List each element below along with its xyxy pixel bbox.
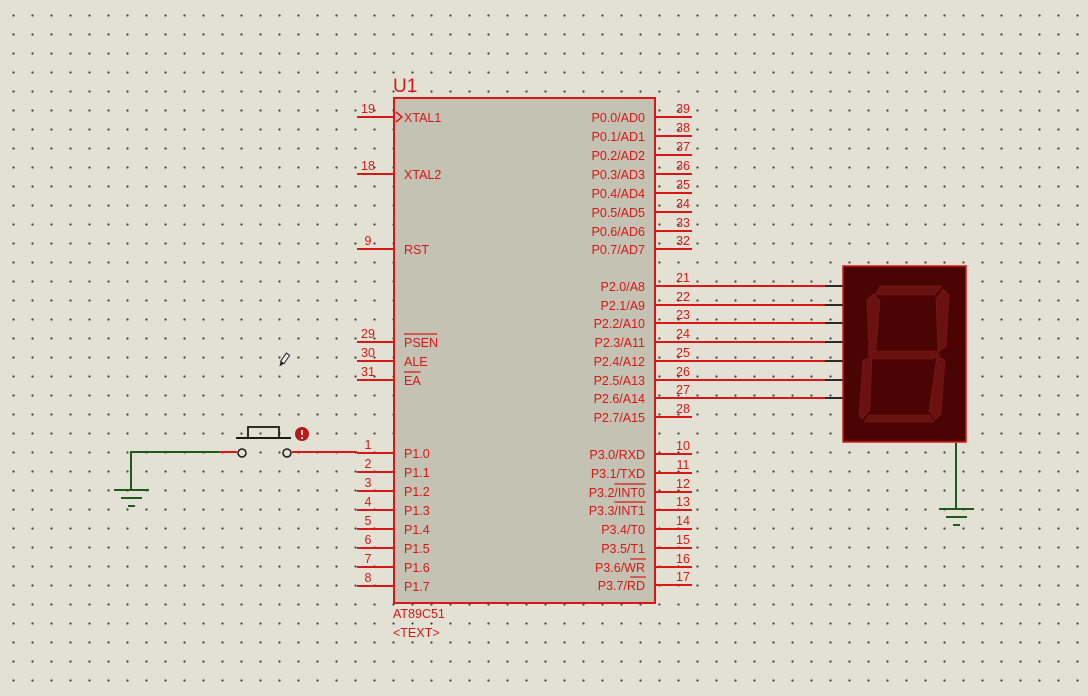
pin-name: P0.1/AD1 (591, 130, 645, 144)
pin-number: 35 (676, 178, 690, 192)
pin-name: P3.6/WR (595, 561, 645, 575)
ground-wire-left (130, 451, 219, 490)
pin-number: 36 (676, 159, 690, 173)
chip-part-label: AT89C51 (393, 607, 445, 621)
pin-number: 23 (676, 308, 690, 322)
pin-name: P1.6 (404, 561, 430, 575)
pin-name: P0.7/AD7 (591, 243, 645, 257)
pin-number: 14 (676, 514, 690, 528)
pin-name: P1.2 (404, 485, 430, 499)
pin-number: 22 (676, 290, 690, 304)
pin-number: 5 (365, 514, 372, 528)
pin-name: P3.1/TXD (591, 467, 645, 481)
pin-number: 34 (676, 197, 690, 211)
pin-number: 10 (676, 439, 690, 453)
pin-number: 2 (365, 457, 372, 471)
pushbutton-circuit[interactable] (114, 426, 357, 507)
pin-number: 17 (676, 570, 690, 584)
pin-number: 30 (361, 346, 375, 360)
pin-name: PSEN (404, 336, 438, 350)
ground-symbol-icon (114, 489, 149, 507)
pin-number: 25 (676, 346, 690, 360)
port2-to-display-wires (692, 285, 843, 399)
pin-name: P1.0 (404, 447, 430, 461)
pin-number: 39 (676, 102, 690, 116)
pin-number: 12 (676, 477, 690, 491)
pin-name: P2.1/A9 (601, 299, 646, 313)
pin-name: P0.3/AD3 (591, 168, 645, 182)
pin-name: P0.2/AD2 (591, 149, 645, 163)
pin-number: 4 (365, 495, 372, 509)
chip-text-placeholder: <TEXT> (393, 626, 440, 640)
chip-body[interactable] (393, 97, 656, 604)
pin-number: 9 (365, 234, 372, 248)
pin-number: 15 (676, 533, 690, 547)
pin-name: EA (404, 374, 421, 388)
pin-number: 28 (676, 402, 690, 416)
pin-name: P1.3 (404, 504, 430, 518)
pin-number: 31 (361, 365, 375, 379)
pin-name: ALE (404, 355, 428, 369)
pin-name: P1.4 (404, 523, 430, 537)
pin-name: P1.7 (404, 580, 430, 594)
pin-name: P2.0/A8 (601, 280, 646, 294)
pin-number: 24 (676, 327, 690, 341)
pin-name: P3.3/INT1 (589, 504, 645, 518)
pin-name: P3.5/T1 (601, 542, 645, 556)
pin-name: RST (404, 243, 429, 257)
pin-number: 7 (365, 552, 372, 566)
pin-name: XTAL1 (404, 111, 441, 125)
pin-name: P0.0/AD0 (591, 111, 645, 125)
display-segments (858, 285, 950, 423)
pin-name: P0.4/AD4 (591, 187, 645, 201)
ground-symbol-icon (939, 508, 974, 526)
pin-number: 37 (676, 140, 690, 154)
pin-name: P2.5/A13 (594, 374, 645, 388)
seven-segment-display-icon[interactable] (842, 265, 974, 526)
pin-name: P3.2/INT0 (589, 486, 645, 500)
pin-name: P3.4/T0 (601, 523, 645, 537)
pin-number: 33 (676, 216, 690, 230)
pin-name: P3.7/RD (598, 579, 645, 593)
pin-name: XTAL2 (404, 168, 441, 182)
pin-name: P0.5/AD5 (591, 206, 645, 220)
pin-number: 26 (676, 365, 690, 379)
pushbutton-icon[interactable] (219, 426, 357, 458)
pin-number: 18 (361, 159, 375, 173)
pin-number: 3 (365, 476, 372, 490)
pin-name: P2.3/A11 (594, 336, 645, 350)
pin-number: 38 (676, 121, 690, 135)
pin-name: P2.4/A12 (594, 355, 645, 369)
pin-name: P3.0/RXD (589, 448, 645, 462)
pin-name: P1.1 (404, 466, 430, 480)
pin-number: 13 (676, 495, 690, 509)
pin-name: P0.6/AD6 (591, 225, 645, 239)
pin-number: 16 (676, 552, 690, 566)
pin-number: 32 (676, 234, 690, 248)
clock-marker (395, 111, 404, 123)
pin-number: 1 (365, 438, 372, 452)
pin-number: 6 (365, 533, 372, 547)
pin-number: 8 (365, 571, 372, 585)
pin-number: 19 (361, 102, 375, 116)
pin-number: 27 (676, 383, 690, 397)
pin-number: 29 (361, 327, 375, 341)
chip-reference-label: U1 (393, 76, 417, 97)
pin-number: 11 (677, 458, 690, 472)
pin-name: P2.2/A10 (594, 317, 645, 331)
pin-name: P1.5 (404, 542, 430, 556)
pencil-cursor-icon (279, 352, 291, 367)
pin-number: 21 (676, 271, 690, 285)
pin-name: P2.7/A15 (594, 411, 645, 425)
pin-name: P2.6/A14 (594, 392, 645, 406)
